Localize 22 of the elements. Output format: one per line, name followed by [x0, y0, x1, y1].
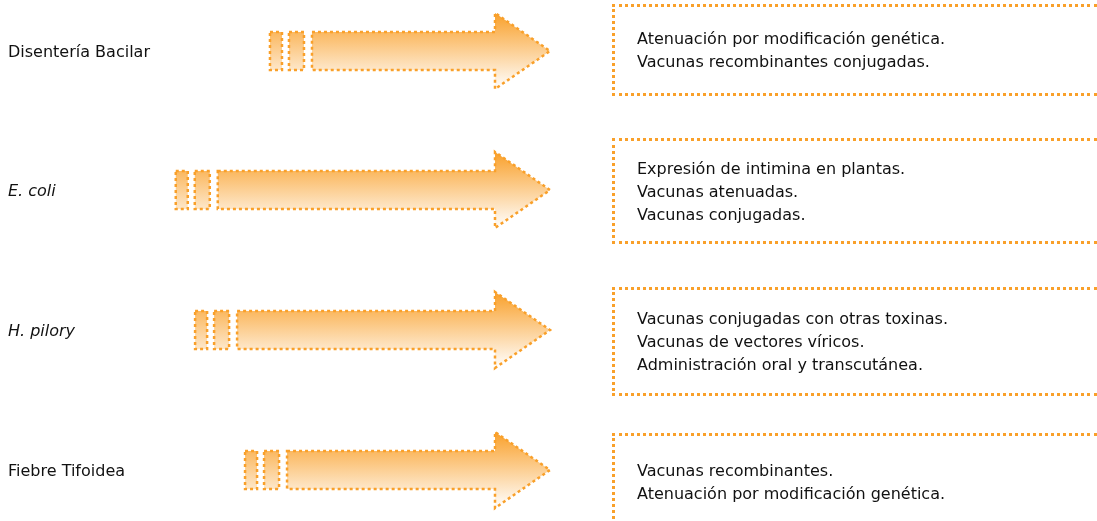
- description-line: Atenuación por modificación genética.: [637, 28, 947, 50]
- description-line: Vacunas conjugadas con otras toxinas.: [637, 308, 949, 330]
- disease-label: H. pilory: [8, 315, 76, 345]
- description-line: Expresión de intimina en plantas.: [637, 157, 907, 180]
- description-line: Administración oral y transcutánea.: [637, 354, 924, 376]
- disease-label: Fiebre Tifoidea: [8, 455, 126, 485]
- description-line: Vacunas de vectores víricos.: [637, 331, 866, 353]
- block-arrow: [268, 10, 553, 92]
- block-arrow: [174, 149, 553, 231]
- block-arrow: [193, 289, 553, 371]
- block-arrow: [243, 429, 553, 511]
- description-line: Vacunas conjugadas.: [637, 203, 807, 226]
- disease-label: Disentería Bacilar: [8, 36, 150, 66]
- description-line: Atenuación por modificación genética.: [637, 482, 947, 505]
- description-box: [612, 433, 1097, 521]
- description-line: Vacunas recombinantes conjugadas.: [637, 51, 931, 73]
- description-box: [612, 287, 1097, 396]
- disease-label: E. coli: [8, 175, 56, 205]
- description-box: [612, 138, 1097, 244]
- description-line: Vacunas atenuadas.: [637, 180, 800, 203]
- description-box: [612, 4, 1097, 96]
- description-line: Vacunas recombinantes.: [637, 459, 835, 482]
